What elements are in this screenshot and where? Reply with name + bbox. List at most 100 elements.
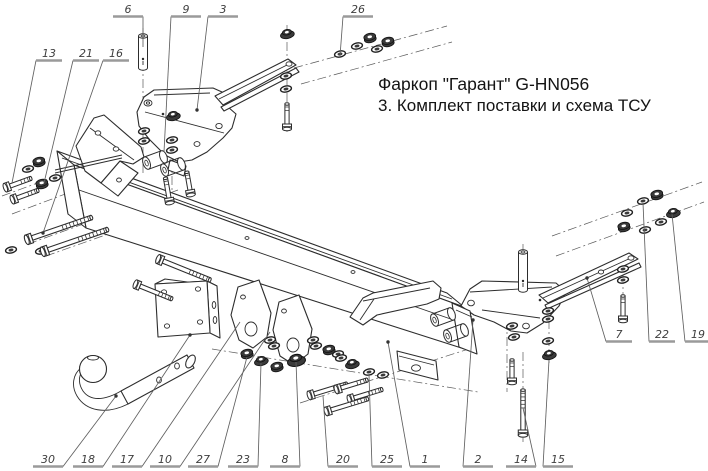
leader-line xyxy=(322,395,329,467)
callout-22: 22 xyxy=(642,202,675,343)
bolt-part xyxy=(346,386,384,405)
callout-17: 17 xyxy=(112,321,241,468)
callout-label: 30 xyxy=(41,453,55,466)
flange-nut-part xyxy=(345,359,360,370)
callout-label: 10 xyxy=(158,453,172,466)
hex-nut-part xyxy=(381,36,395,48)
leader-dot xyxy=(471,318,475,322)
bolt-part xyxy=(323,396,370,417)
leader-line xyxy=(522,407,537,467)
washer-part xyxy=(507,333,521,341)
centerline xyxy=(551,181,703,237)
receiver-channel xyxy=(349,280,442,326)
washer-part xyxy=(638,226,652,234)
callout-6: 6 xyxy=(113,3,144,47)
callout-18: 18 xyxy=(73,333,192,468)
callout-label: 27 xyxy=(196,453,210,466)
bolt-part xyxy=(333,377,369,395)
callout-label: 6 xyxy=(125,3,132,16)
bolt-part xyxy=(618,294,628,324)
washer-part xyxy=(370,45,384,53)
washer-part xyxy=(137,127,151,135)
beam-end-bracket xyxy=(396,350,439,381)
leader-line xyxy=(11,60,37,184)
leader-line xyxy=(295,361,301,467)
leader-line xyxy=(196,16,209,111)
leader-dot xyxy=(585,276,589,280)
bolt-part xyxy=(184,170,196,198)
clevis-bracket-2 xyxy=(272,294,313,366)
diagram-subtitle: 3. Комплект поставки и схема ТСУ xyxy=(378,96,651,115)
washer-part xyxy=(137,137,151,145)
callout-15: 15 xyxy=(542,359,573,468)
bolt-part xyxy=(9,187,40,205)
leader-line xyxy=(586,277,607,342)
callout-8: 8 xyxy=(270,361,301,468)
spacer-bushing-part xyxy=(443,323,469,343)
callout-label: 17 xyxy=(120,453,134,466)
callout-label: 13 xyxy=(42,47,56,60)
clevis-bracket-1 xyxy=(230,279,272,349)
washer-part xyxy=(334,354,348,362)
callout-16: 16 xyxy=(41,47,129,235)
leader-line xyxy=(102,334,191,467)
washer-part xyxy=(362,368,376,376)
centerline xyxy=(211,348,479,393)
top-mount-bracket xyxy=(136,87,237,177)
washer-part xyxy=(616,265,630,273)
leader-line xyxy=(642,202,650,342)
hex-nut-part xyxy=(32,156,46,168)
washer-part xyxy=(267,342,281,350)
washer-part xyxy=(620,209,634,217)
hex-nut-part xyxy=(363,32,377,44)
washer-part xyxy=(541,337,555,345)
leader-line xyxy=(217,356,248,467)
washer-part xyxy=(350,42,364,50)
pin-part xyxy=(518,249,528,293)
callout-label: 8 xyxy=(282,453,289,466)
washer-part xyxy=(331,350,345,358)
callout-27: 27 xyxy=(188,356,248,468)
leader-line xyxy=(542,359,550,467)
callout-label: 26 xyxy=(351,3,365,16)
callout-label: 22 xyxy=(655,328,669,341)
top-side-arm xyxy=(214,58,300,112)
washer-part xyxy=(306,336,320,344)
washer-part xyxy=(616,276,630,284)
leader-line xyxy=(163,16,172,153)
washer-part xyxy=(165,146,179,154)
leader-line xyxy=(387,341,411,467)
callout-19: 19 xyxy=(671,213,708,343)
callout-label: 1 xyxy=(422,453,429,466)
bolt-part xyxy=(517,388,529,438)
centerline xyxy=(293,25,448,69)
bolt-part xyxy=(507,358,517,386)
spacer-bushing-part xyxy=(430,307,456,327)
callout-label: 21 xyxy=(79,47,93,60)
leader-line xyxy=(257,362,262,467)
bolt-part xyxy=(23,214,94,246)
left-mount-bracket xyxy=(54,114,145,197)
callout-23: 23 xyxy=(228,362,262,468)
callout-1: 1 xyxy=(386,340,440,468)
callout-label: 3 xyxy=(220,3,227,16)
callout-label: 9 xyxy=(183,3,190,16)
callout-25: 25 xyxy=(368,374,402,468)
washer-part xyxy=(541,307,555,315)
bolt-part xyxy=(39,226,110,258)
washer-part xyxy=(376,371,390,379)
callout-label: 25 xyxy=(380,453,394,466)
callout-9: 9 xyxy=(163,3,201,153)
leader-line xyxy=(43,60,74,184)
callout-14: 14 xyxy=(506,407,537,468)
washer-part xyxy=(48,174,62,182)
callout-label: 23 xyxy=(236,453,250,466)
bolt-part xyxy=(162,176,175,206)
callout-20: 20 xyxy=(322,395,358,468)
flange-nut-part xyxy=(254,356,269,367)
callout-label: 2 xyxy=(475,453,482,466)
hex-nut-part xyxy=(650,189,664,201)
